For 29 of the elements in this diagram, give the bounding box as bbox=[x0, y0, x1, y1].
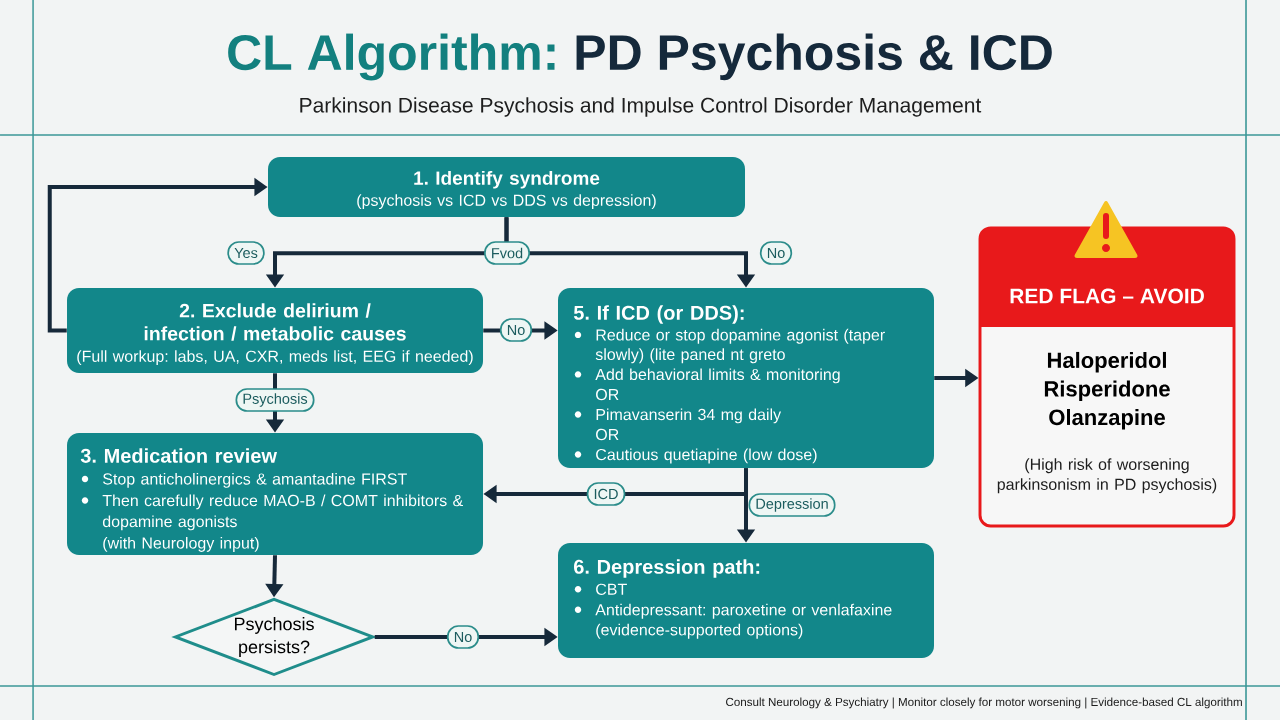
bullet-text: Pimavanserin 34 mg daily bbox=[596, 408, 782, 424]
step-note: (with Neurology input) bbox=[103, 537, 259, 552]
drug-name: Haloperidol bbox=[1047, 351, 1166, 373]
step-note: (Full workup: labs, UA, CXR, meds list, EEG if needed) bbox=[77, 350, 473, 366]
bullet-text: CBT bbox=[596, 583, 627, 595]
step-heading: 5. If ICD (or DDS): bbox=[573, 305, 744, 324]
step-heading: 2. Exclude delirium / infection / metabolic causes bbox=[144, 303, 406, 341]
step-note: OR bbox=[596, 428, 619, 441]
bullet-text: Antidepressant: paroxetine or venlafaxine (evidence-supported options) bbox=[595, 603, 892, 639]
bullet-text: Cautious quetiapine (low dose) bbox=[596, 448, 817, 464]
edge-label: Psychosis bbox=[235, 388, 315, 412]
drug-name: Olanzapine bbox=[1049, 409, 1165, 430]
step-note: OR bbox=[596, 388, 619, 401]
bullet-text: Add behavioral limits & monitoring bbox=[595, 368, 840, 384]
step-heading: 6. Depression path: bbox=[574, 559, 760, 578]
bullet-text: Stop anticholinergics & amantadine FIRST bbox=[103, 472, 407, 488]
subtitle: Parkinson Disease Psychosis and Impulse Control Disorder Management bbox=[300, 97, 982, 117]
warning-note: (High risk of worsening parkinsonism in PD psychosis) bbox=[997, 458, 1217, 494]
step-note: (psychosis vs ICD vs DDS vs depression) bbox=[357, 194, 656, 210]
drug-name: Risperidone bbox=[1044, 380, 1170, 401]
step-heading: 3. Medication review bbox=[80, 448, 277, 463]
bullet-text: Then carefully reduce MAO-B / COMT inhibitors & dopamine agonists bbox=[102, 494, 463, 531]
bullet-text: Reduce or stop dopamine agonist (taper slowly) (lite paned nt greto bbox=[595, 328, 885, 364]
footer-note: Consult Neurology & Psychiatry | Monitor closely for motor worsening | Evidence-based CL algorithm bbox=[726, 697, 1242, 709]
title: CL Algorithm: PD Psychosis & ICD bbox=[228, 33, 1052, 81]
step-heading: 1. Identify syndrome bbox=[414, 170, 600, 189]
warning-header: RED FLAG – AVOID bbox=[980, 228, 1234, 327]
edge-label: Depression bbox=[748, 493, 836, 517]
edge-label: ICD bbox=[586, 482, 626, 506]
